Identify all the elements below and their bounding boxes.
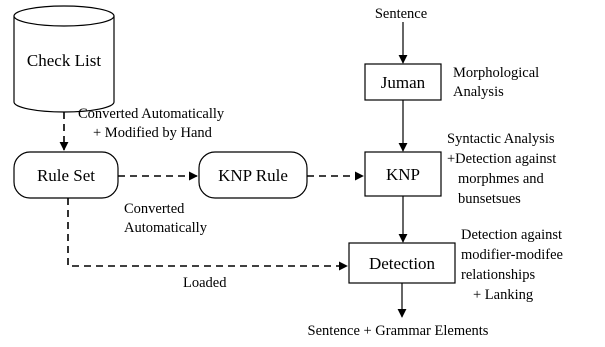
check-list-node: Check List — [13, 5, 115, 113]
syntactic-analysis-line-3: morphmes and — [458, 171, 545, 187]
detection-notes-line-1: Detection against — [461, 227, 562, 243]
syntactic-analysis-line-2: +Detection against — [447, 151, 556, 167]
loaded-label: Loaded — [183, 275, 227, 291]
knp-rule-node: KNP Rule — [198, 151, 308, 199]
syntactic-analysis-label: Syntactic Analysis +Detection against mo… — [447, 131, 560, 207]
syntactic-analysis-line-4: bunsetsues — [458, 191, 521, 207]
knp-label: KNP — [386, 165, 420, 184]
rule-set-to-detection-arrow — [67, 198, 348, 271]
morphological-analysis-label: Morphological Analysis — [453, 65, 543, 100]
detection-notes-line-4: + Lanking — [473, 287, 533, 303]
detection-notes-label: Detection against modifier-modifee relat… — [461, 227, 567, 303]
converted-modified-line-1: Converted Automatically — [78, 106, 225, 122]
converted-modified-line-2: + Modified by Hand — [93, 125, 213, 141]
converted-automatically-label: Converted Automatically — [124, 201, 208, 236]
detection-label: Detection — [369, 254, 436, 273]
converted-automatically-line-1: Converted — [124, 201, 185, 217]
morphological-analysis-line-1: Morphological — [453, 65, 539, 81]
knp-node: KNP — [364, 151, 442, 197]
check-list-label: Check List — [27, 51, 101, 70]
converted-modified-label: Converted Automatically + Modified by Ha… — [78, 106, 228, 141]
rule-set-label: Rule Set — [37, 166, 95, 185]
rule-set-node: Rule Set — [13, 151, 119, 199]
converted-automatically-line-2: Automatically — [124, 220, 208, 236]
knp-rule-label: KNP Rule — [218, 166, 288, 185]
output-label: Sentence + Grammar Elements — [308, 323, 489, 339]
morphological-analysis-line-2: Analysis — [453, 84, 504, 100]
detection-notes-line-2: modifier-modifee — [461, 247, 563, 263]
syntactic-analysis-line-1: Syntactic Analysis — [447, 131, 555, 147]
input-sentence-label: Sentence — [375, 6, 427, 22]
detection-node: Detection — [348, 242, 456, 284]
detection-notes-line-3: relationships — [461, 267, 535, 283]
juman-label: Juman — [381, 73, 426, 92]
juman-node: Juman — [364, 63, 442, 101]
